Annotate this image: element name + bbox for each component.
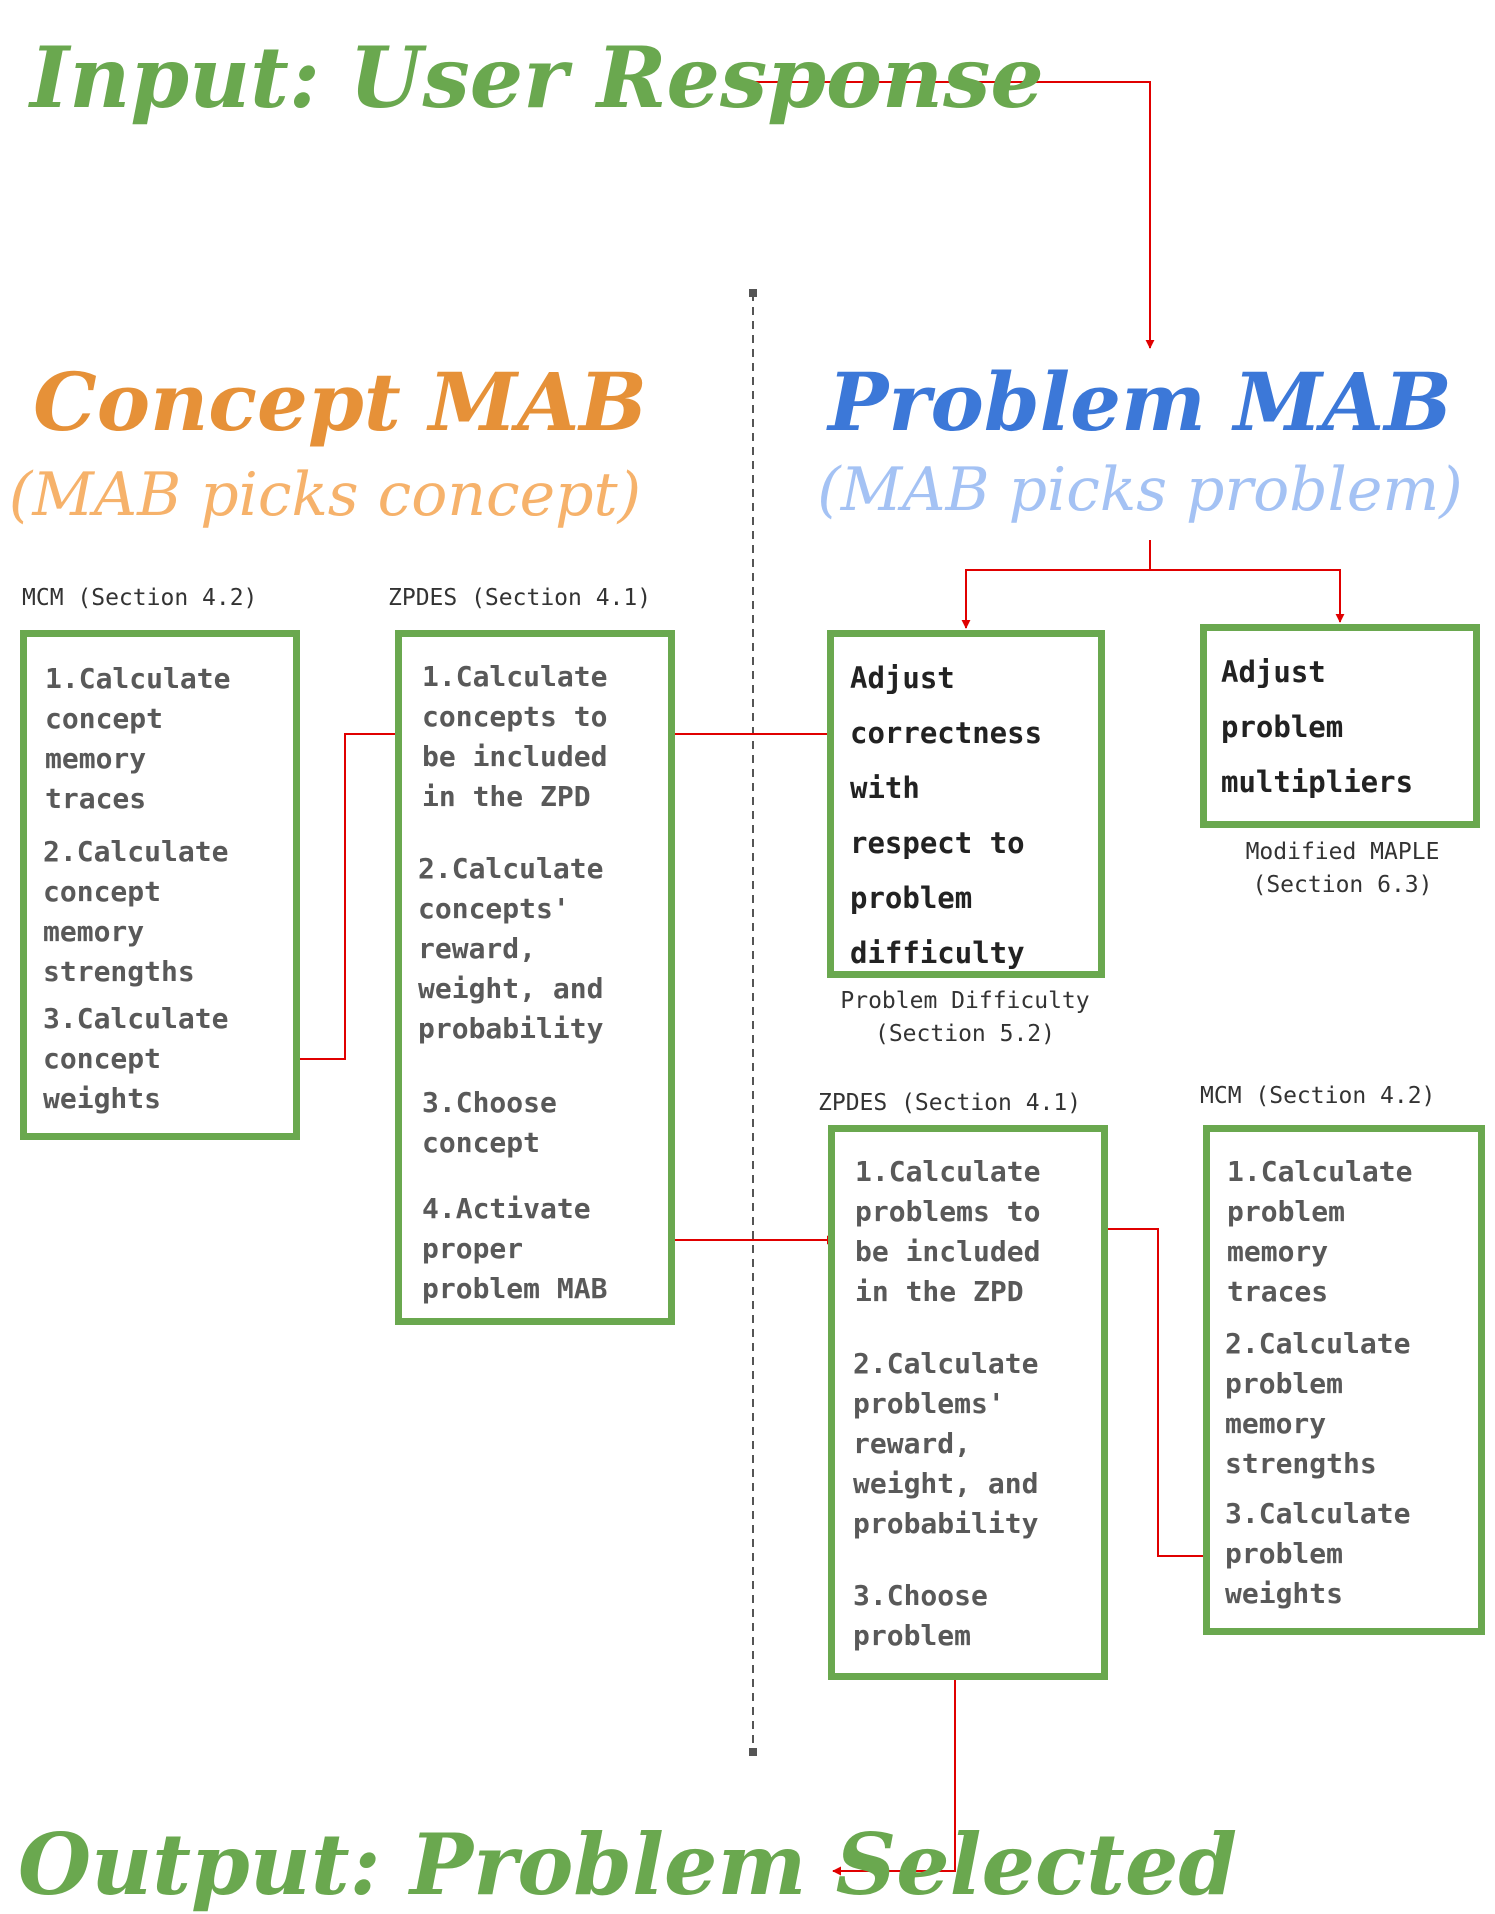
concept-mcm-caption: MCM (Section 4.2)	[22, 585, 258, 611]
concept-zpdes-step-4: 4.Activate proper problem MAB	[422, 1192, 608, 1305]
problem-mcm-caption: MCM (Section 4.2)	[1200, 1083, 1436, 1109]
problem-zpdes-step-1: 1.Calculate problems to be included in t…	[855, 1155, 1041, 1308]
problem-zpdes-step-3: 3.Choose problem	[853, 1579, 988, 1652]
arrow-split-to-difficulty	[961, 569, 1150, 629]
arrow-split-to-multipliers	[1150, 569, 1345, 623]
problem-difficulty-caption: Problem Difficulty (Section 5.2)	[840, 988, 1090, 1047]
concept-mab-title: Concept MAB	[33, 355, 647, 449]
divider-cap-bottom	[749, 1748, 757, 1756]
input-title: Input: User Response	[30, 28, 1044, 127]
problem-zpdes-box: 1.Calculate problems to be included in t…	[828, 1125, 1108, 1680]
problem-zpdes-step-2: 2.Calculate problems' reward, weight, an…	[853, 1347, 1039, 1540]
problem-multipliers-box: Adjust problem multipliers	[1200, 624, 1480, 828]
problem-mcm-box: 1.Calculate problem memory traces 2.Calc…	[1203, 1125, 1485, 1635]
divider-cap-top	[749, 289, 757, 297]
concept-mcm-step-3: 3.Calculate concept weights	[43, 1002, 229, 1115]
problem-mab-title: Problem MAB	[828, 355, 1452, 449]
problem-mcm-step-1: 1.Calculate problem memory traces	[1227, 1155, 1413, 1308]
problem-difficulty-box: Adjust correctness with respect to probl…	[827, 630, 1105, 978]
concept-mcm-step-1: 1.Calculate concept memory traces	[45, 662, 231, 815]
problem-multipliers-text: Adjust problem multipliers	[1221, 655, 1414, 799]
arrow-input-to-problem-mab	[755, 81, 1155, 349]
arrow-problem-mcm-to-zpdes	[1092, 1224, 1218, 1557]
problem-zpdes-caption: ZPDES (Section 4.1)	[818, 1090, 1082, 1116]
problem-multipliers-caption: Modified MAPLE (Section 6.3)	[1245, 839, 1440, 898]
output-title: Output: Problem Selected	[18, 1815, 1238, 1914]
concept-mcm-box: 1.Calculate concept memory traces 2.Calc…	[20, 630, 300, 1140]
concept-mcm-step-2: 2.Calculate concept memory strengths	[43, 835, 229, 988]
concept-zpdes-caption: ZPDES (Section 4.1)	[388, 585, 652, 611]
concept-zpdes-step-2: 2.Calculate concepts' reward, weight, an…	[418, 852, 604, 1045]
concept-zpdes-step-3: 3.Choose concept	[422, 1086, 557, 1159]
problem-mab-subtitle: (MAB picks problem)	[817, 455, 1463, 525]
problem-difficulty-text: Adjust correctness with respect to probl…	[850, 661, 1043, 970]
arrow-concept-mcm-to-zpdes	[286, 729, 411, 1060]
concept-zpdes-step-1: 1.Calculate concepts to be included in t…	[422, 660, 608, 813]
concept-zpdes-box: 1.Calculate concepts to be included in t…	[395, 630, 675, 1325]
problem-mcm-step-3: 3.Calculate problem weights	[1225, 1497, 1411, 1610]
concept-mab-subtitle: (MAB picks concept)	[8, 460, 642, 530]
arrow-problem-zpdes-to-output	[832, 1662, 956, 1876]
problem-mcm-step-2: 2.Calculate problem memory strengths	[1225, 1327, 1411, 1480]
